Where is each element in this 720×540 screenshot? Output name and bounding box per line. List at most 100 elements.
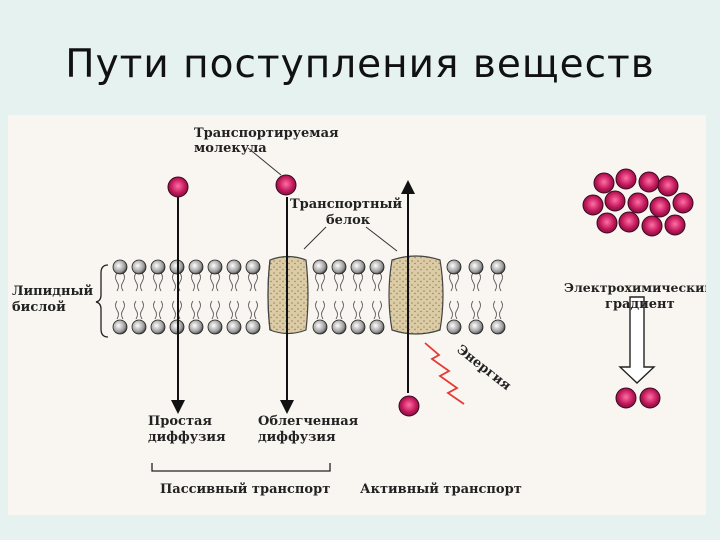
- membrane-figure: Транспортируемая молекула Транспортный б…: [12, 126, 706, 497]
- lipid-head: [188, 319, 204, 335]
- lipid-bilayer: [112, 259, 506, 335]
- lipid-tail: [340, 300, 344, 320]
- lipid-tail: [499, 272, 503, 292]
- transport-diagram: Транспортируемая молекула Транспортный б…: [8, 115, 706, 515]
- lipid-tail: [210, 300, 214, 320]
- lipid-tail: [140, 300, 144, 320]
- lipid-head: [468, 319, 484, 335]
- molecule: [627, 192, 649, 214]
- gradient-arrow: [618, 296, 656, 384]
- lipid-tail: [477, 300, 481, 320]
- lipid-tail: [121, 272, 125, 292]
- molecule: [618, 211, 640, 233]
- lipid-tail: [372, 300, 376, 320]
- lipid-tail: [359, 300, 363, 320]
- lipid-tail: [140, 272, 144, 292]
- lipid-head: [245, 259, 261, 275]
- lipid-head: [369, 319, 385, 335]
- lipid-tail: [134, 300, 138, 320]
- lipid-tail: [455, 272, 459, 292]
- molecule: [604, 190, 626, 212]
- lipid-tail: [121, 300, 125, 320]
- lipid-tail: [353, 272, 357, 292]
- lipid-head: [369, 259, 385, 275]
- lipid-tail: [334, 272, 338, 292]
- lipid-tail: [134, 272, 138, 292]
- lipid-tail: [315, 300, 319, 320]
- lipid-tail: [353, 300, 357, 320]
- lipid-tail: [248, 272, 252, 292]
- molecule: [639, 387, 661, 409]
- lipid-tail: [315, 272, 319, 292]
- lipid-head: [245, 319, 261, 335]
- lipid-head: [490, 319, 506, 335]
- lipid-tail: [477, 272, 481, 292]
- lipid-tail: [115, 272, 119, 292]
- lipid-head: [446, 319, 462, 335]
- lipid-tail: [153, 300, 157, 320]
- lipid-tail: [372, 272, 376, 292]
- lipid-tail: [340, 272, 344, 292]
- label-passive: Пассивный транспорт: [160, 482, 330, 497]
- lipid-tail: [216, 300, 220, 320]
- lipid-tail: [493, 272, 497, 292]
- lipid-head: [150, 319, 166, 335]
- energy-zigzag: [424, 342, 465, 405]
- lipid-tail: [172, 300, 176, 320]
- label-molecule-1: Транспортируемая: [194, 126, 339, 141]
- lipid-tail: [229, 300, 233, 320]
- lipid-head: [490, 259, 506, 275]
- lipid-tail: [235, 272, 239, 292]
- bilayer-bracket: [95, 264, 109, 338]
- lipid-head: [131, 319, 147, 335]
- lipid-tail: [455, 300, 459, 320]
- lipid-head: [150, 259, 166, 275]
- lipid-head: [468, 259, 484, 275]
- transport-protein-pump: [388, 255, 444, 335]
- lipid-tail: [254, 272, 258, 292]
- lipid-tail: [191, 272, 195, 292]
- lipid-tail: [235, 300, 239, 320]
- lipid-head: [226, 259, 242, 275]
- lipid-head: [226, 319, 242, 335]
- lipid-tail: [321, 272, 325, 292]
- lipid-tail: [254, 300, 258, 320]
- lipid-head: [312, 259, 328, 275]
- lipid-tail: [378, 272, 382, 292]
- molecule: [615, 387, 637, 409]
- lipid-tail: [153, 272, 157, 292]
- molecule-pointer: [247, 147, 282, 176]
- label-gradient-1: Электрохимический: [564, 280, 706, 295]
- molecule: [582, 194, 604, 216]
- lipid-head: [331, 259, 347, 275]
- lipid-head: [131, 259, 147, 275]
- molecule: [167, 176, 189, 198]
- lipid-tail: [159, 272, 163, 292]
- lipid-head: [112, 259, 128, 275]
- lipid-tail: [499, 300, 503, 320]
- lipid-tail: [191, 300, 195, 320]
- molecule: [641, 215, 663, 237]
- lipid-head: [350, 259, 366, 275]
- molecule: [615, 168, 637, 190]
- lipid-tail: [471, 300, 475, 320]
- lipid-tail: [216, 272, 220, 292]
- label-bilayer-2: бислой: [12, 300, 66, 315]
- lipid-head: [112, 319, 128, 335]
- molecule: [649, 196, 671, 218]
- protein-pointer: [303, 226, 327, 250]
- lipid-tail: [115, 300, 119, 320]
- lipid-tail: [449, 300, 453, 320]
- lipid-tail: [321, 300, 325, 320]
- label-molecule-2: молекула: [194, 141, 267, 156]
- lipid-head: [331, 319, 347, 335]
- lipid-tail: [471, 272, 475, 292]
- lipid-tail: [172, 272, 176, 292]
- label-protein-2: белок: [326, 213, 371, 228]
- lipid-tail: [378, 300, 382, 320]
- lipid-tail: [248, 300, 252, 320]
- lipid-head: [207, 259, 223, 275]
- label-facilitated-2: диффузия: [258, 430, 336, 445]
- molecule-cluster: [582, 168, 694, 237]
- molecule: [593, 172, 615, 194]
